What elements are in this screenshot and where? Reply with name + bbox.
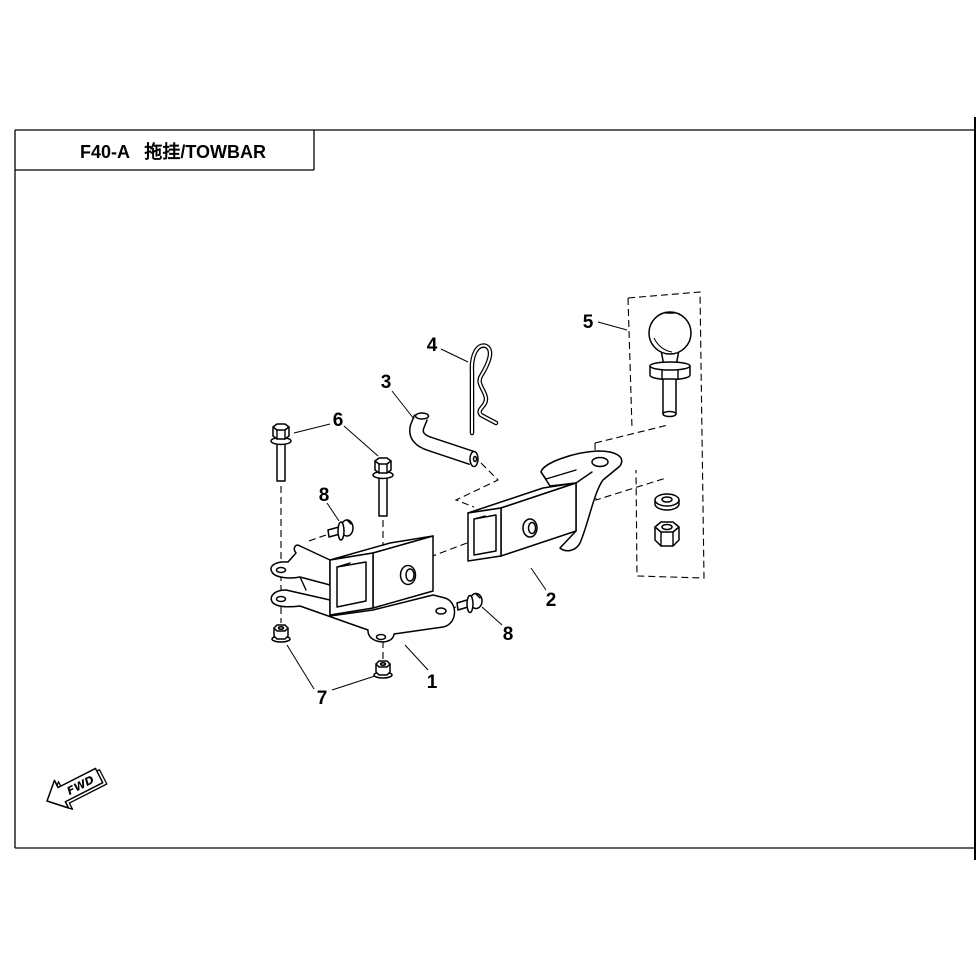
part-7-nut-right [373,660,393,679]
pin-insertion-axis [454,462,499,508]
part-6-bolt-right [372,457,394,517]
drawbar-insertion-axis [429,542,468,558]
ball-axis-top [594,424,669,444]
title-name: 拖挂/TOWBAR [144,141,266,162]
part-3-hitch-pin [409,412,479,468]
part-7-nut-left [271,624,291,643]
title-box: F40-A 拖挂/TOWBAR [15,130,315,171]
part-5-washer [654,493,680,511]
callouts: 1 2 3 4 5 6 7 8 8 [317,312,594,709]
callout-8-lower: 8 [503,624,514,645]
fwd-arrow-icon: FWD [46,767,108,810]
frame [14,117,976,860]
part-8-bolt-left [327,519,354,541]
small-bolt-axis-left [305,534,327,543]
part-4-r-clip [469,343,499,436]
leader-lines [286,321,628,691]
callout-3: 3 [381,372,392,393]
part-5-nut [654,521,680,547]
callout-6: 6 [333,410,344,431]
callout-1: 1 [427,672,438,693]
title-code: F40-A [80,142,130,162]
page-title: F40-A 拖挂/TOWBAR [80,141,266,162]
part-2-drawbar [467,450,623,562]
callout-7: 7 [317,688,328,709]
ball-enclosure [627,291,705,579]
callout-2: 2 [546,590,557,611]
ball-enclosure-left [627,297,633,429]
part-6-bolt-left [270,423,292,482]
part-5-tow-ball [648,311,692,418]
part-1-mounting-bracket [270,535,456,643]
part-8-bolt-right [456,592,483,614]
callout-5: 5 [583,312,594,333]
ball-axis-bottom [594,442,667,501]
callout-8-upper: 8 [319,485,330,506]
callout-4: 4 [427,335,438,356]
